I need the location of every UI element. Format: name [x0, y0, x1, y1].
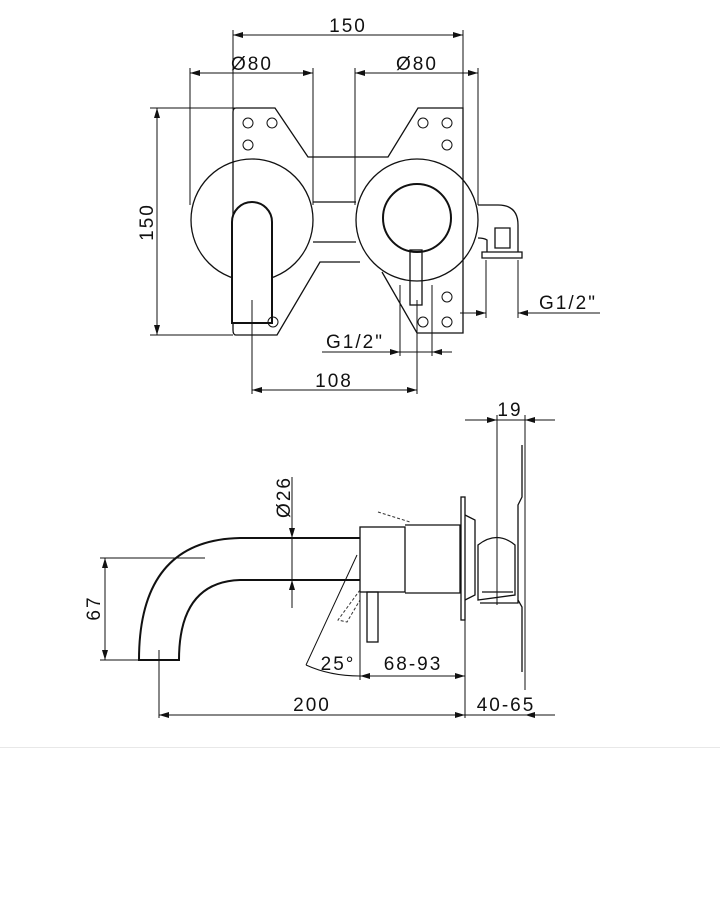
wall-plate	[517, 445, 523, 672]
technical-drawing: 150 Ø80 Ø80 150 G1/2" G1/2" 108 19 Ø26 6…	[84, 16, 600, 718]
mixer-knob	[382, 183, 452, 253]
mixer-rosette	[355, 158, 479, 282]
divider	[0, 747, 720, 748]
mixer-sleeve	[405, 524, 461, 594]
mounting-holes	[242, 117, 453, 328]
dim-diameter-left: Ø80	[231, 54, 273, 75]
dim-wall-depth: 40-65	[477, 695, 536, 716]
lever-tilted	[337, 511, 411, 623]
dim-inlet-bottom: G1/2"	[326, 332, 384, 353]
dim-centre-108: 108	[315, 371, 353, 392]
front-view: 150 Ø80 Ø80 150 G1/2" G1/2" 108	[137, 16, 600, 394]
flange	[460, 496, 466, 621]
dim-width-150: 150	[329, 16, 367, 37]
valve-body	[464, 514, 519, 604]
dim-spout-diameter: Ø26	[274, 476, 295, 518]
dim-spout-projection: 200	[293, 695, 331, 716]
connecting-bar	[313, 201, 356, 243]
dim-inlet-right: G1/2"	[539, 293, 597, 314]
dim-body-projection: 68-93	[384, 654, 443, 675]
inlet-elbow	[477, 204, 523, 259]
mixer-body	[359, 526, 406, 593]
dim-plate-19: 19	[497, 400, 522, 421]
dim-lever-angle: 25°	[321, 654, 356, 675]
spout-side	[137, 537, 360, 661]
spout-front	[231, 201, 273, 324]
lever-side	[366, 591, 379, 643]
dim-spout-height: 67	[84, 595, 105, 620]
dim-height-150: 150	[137, 203, 158, 241]
lever	[409, 249, 423, 306]
side-view: 19 Ø26 67 25° 68-93 200 40-65	[84, 400, 555, 718]
dim-diameter-right: Ø80	[396, 54, 438, 75]
